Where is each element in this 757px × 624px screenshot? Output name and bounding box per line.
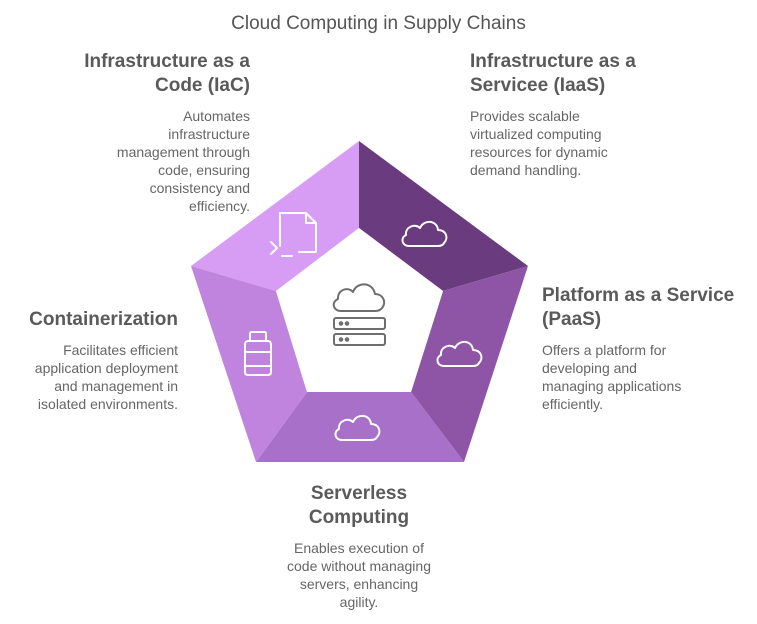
paas-heading: Platform as a Service (PaaS)	[542, 285, 735, 330]
iaas-block: Infrastructure as a Servicee (IaaS) Prov…	[470, 50, 740, 179]
containerization-description: Facilitates efficient application deploy…	[34, 342, 178, 412]
iac-heading: Infrastructure as a Code (IaC)	[84, 51, 250, 96]
serverless-block: Serverless Computing Enables execution o…	[239, 482, 479, 611]
cloud-icon	[334, 414, 381, 441]
serverless-heading: Serverless Computing	[308, 483, 410, 528]
cloud-server-icon	[332, 283, 386, 346]
cloud-icon	[401, 220, 448, 247]
terminal-file-icon	[270, 212, 317, 257]
segment-serverless	[256, 392, 464, 462]
paas-block: Platform as a Service (PaaS) Offers a pl…	[542, 284, 752, 413]
cloud-icon	[436, 340, 483, 367]
segment-iaas	[359, 141, 528, 291]
container-jar-icon	[244, 331, 272, 376]
iaas-heading: Infrastructure as a Servicee (IaaS)	[470, 51, 636, 96]
containerization-block: Containerization Facilitates efficient a…	[10, 308, 178, 413]
segment-iac	[191, 141, 359, 291]
serverless-description: Enables execution of code without managi…	[287, 540, 431, 610]
iaas-description: Provides scalable virtualized computing …	[470, 108, 608, 178]
segment-containerization	[191, 266, 307, 462]
iac-block: Infrastructure as a Code (IaC) Automates…	[40, 50, 250, 215]
paas-description: Offers a platform for developing and man…	[542, 342, 682, 412]
iac-description: Automates infrastructure management thro…	[116, 108, 250, 214]
containerization-heading: Containerization	[29, 309, 178, 330]
diagram-title: Cloud Computing in Supply Chains	[231, 13, 526, 34]
segment-paas	[411, 266, 528, 462]
